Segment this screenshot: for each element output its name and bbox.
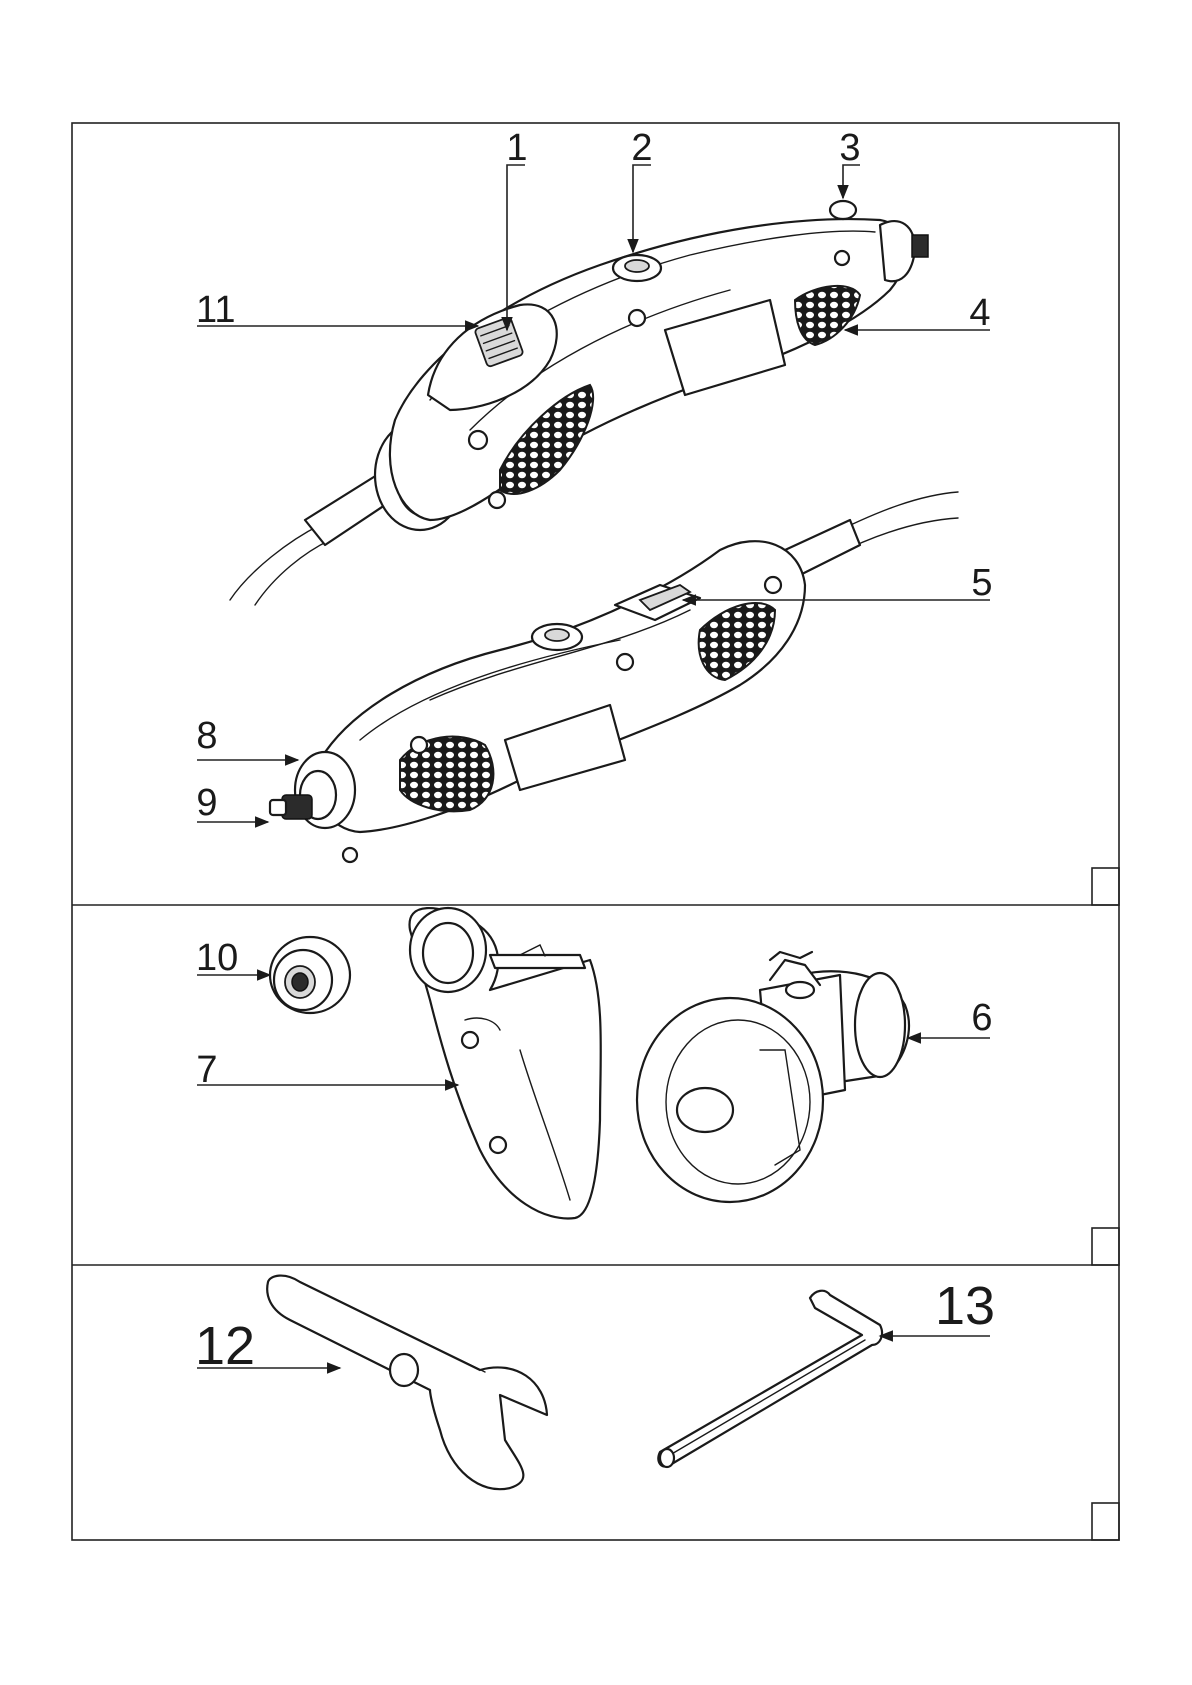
attachment-handle (410, 908, 601, 1218)
wrench (267, 1276, 547, 1490)
callout-2: 2 (631, 127, 652, 169)
hex-key (658, 1291, 882, 1467)
corner-box-panel-3 (1092, 1503, 1119, 1540)
rotary-tool-bottom-view (270, 492, 958, 862)
cutting-guide (637, 952, 909, 1202)
callout-10: 10 (196, 937, 238, 979)
callout-6: 6 (971, 997, 992, 1039)
callout-7: 7 (196, 1049, 217, 1091)
callout-13: 13 (935, 1276, 995, 1336)
callout-11: 11 (196, 289, 235, 331)
callout-12: 12 (195, 1316, 255, 1376)
callout-8: 8 (196, 715, 217, 757)
callout-9: 9 (196, 782, 217, 824)
callout-1: 1 (506, 127, 527, 169)
corner-box-panel-2 (1092, 1228, 1119, 1265)
collet-nut (270, 937, 350, 1013)
callout-3: 3 (839, 127, 860, 169)
corner-box-panel-1 (1092, 868, 1119, 905)
callout-4: 4 (969, 292, 990, 334)
callout-5: 5 (971, 562, 992, 604)
